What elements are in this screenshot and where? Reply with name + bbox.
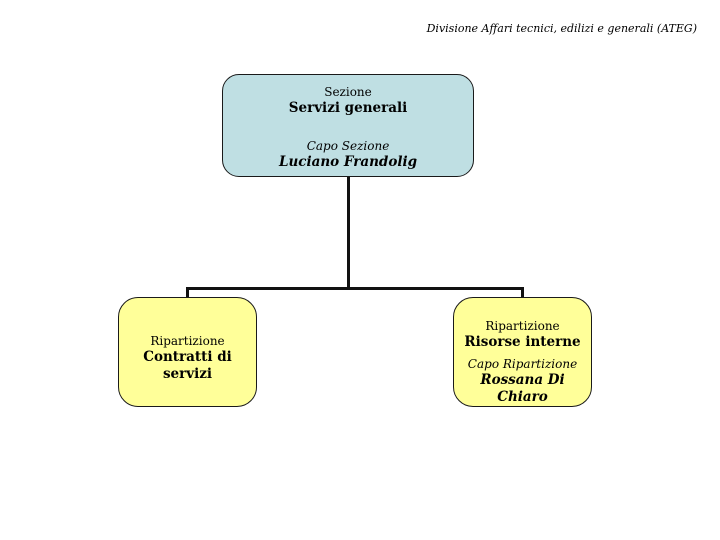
sezione-name: Servizi generali [288, 100, 408, 116]
ripartizione-head-name: Rossana Di Chiaro [480, 372, 565, 405]
connector-horizontal [186, 287, 524, 290]
org-box-sezione: Sezione Servizi generali Capo Sezione Lu… [222, 74, 474, 177]
spacer [223, 117, 473, 139]
sezione-head-label: Capo Sezione [306, 139, 390, 153]
ripartizione-role-label: Ripartizione [485, 319, 560, 333]
connector-stub-right-child [521, 287, 524, 298]
sezione-role-label: Sezione [324, 85, 372, 99]
org-box-contratti-di-servizi: Ripartizione Contratti di servizi [118, 297, 257, 407]
ripartizione-name: Risorse interne [464, 334, 581, 350]
ripartizione-head-label: Capo Ripartizione [467, 357, 578, 371]
division-header: Divisione Affari tecnici, edilizi e gene… [426, 22, 697, 35]
sezione-head-name: Luciano Frandolig [278, 154, 418, 170]
ripartizione-name: Contratti di servizi [143, 349, 232, 382]
connector-stub-left-child [186, 287, 189, 298]
ripartizione-role-label: Ripartizione [150, 334, 225, 348]
org-box-risorse-interne: Ripartizione Risorse interne Capo Ripart… [453, 297, 592, 407]
connector-root-drop [347, 177, 350, 289]
